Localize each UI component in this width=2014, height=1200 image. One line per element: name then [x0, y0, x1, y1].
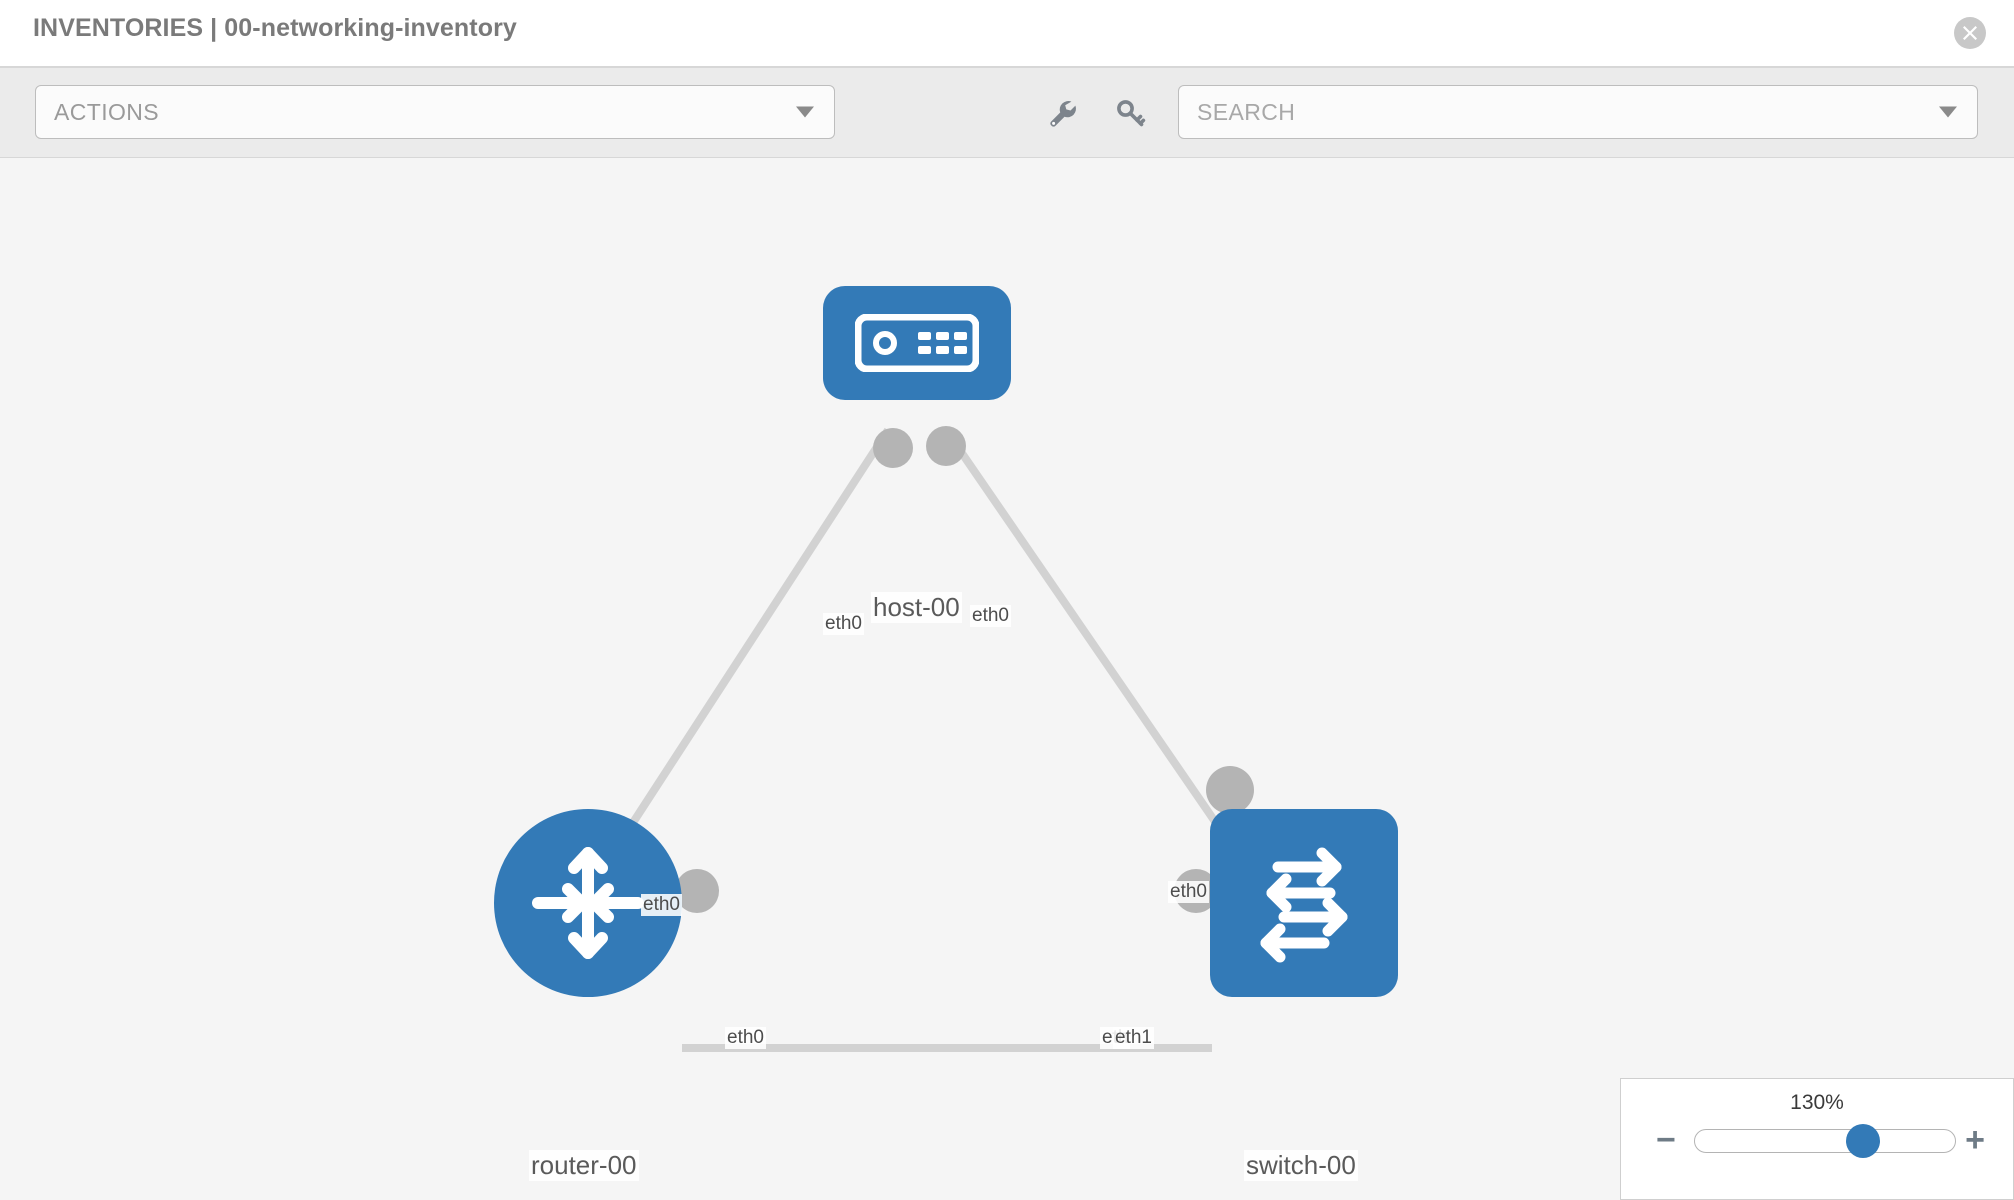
connector-endpoint	[926, 426, 966, 466]
interface-label: eth0	[823, 613, 864, 635]
key-icon[interactable]	[1110, 93, 1150, 133]
connector-endpoint	[873, 428, 913, 468]
node-switch-00[interactable]	[1210, 809, 1398, 997]
search-placeholder: SEARCH	[1197, 99, 1296, 125]
topology-links-layer	[606, 426, 1254, 1052]
zoom-in-button[interactable]: +	[1965, 1121, 1985, 1159]
interface-label: eth1	[1113, 1027, 1154, 1049]
search-input[interactable]: SEARCH	[1178, 85, 1978, 139]
wrench-icon[interactable]	[1042, 93, 1082, 133]
connector-endpoint	[1206, 766, 1254, 814]
interface-label: eth0	[641, 894, 682, 916]
node-switch-00-shape	[1210, 809, 1398, 997]
switch-icon	[1260, 847, 1348, 963]
chevron-down-icon	[1939, 106, 1957, 118]
server-icon	[855, 314, 979, 372]
node-label-switch-00: switch-00	[1244, 1150, 1358, 1181]
zoom-slider-track[interactable]	[1694, 1124, 1956, 1158]
zoom-out-button[interactable]: −	[1656, 1121, 1676, 1159]
node-host-00-shape	[823, 286, 1011, 400]
link-host00-switch00	[942, 427, 1244, 861]
node-host-00[interactable]	[823, 286, 1011, 400]
page-title: INVENTORIES | 00-networking-inventory	[33, 14, 517, 42]
link-host00-router00	[606, 427, 892, 861]
connector-endpoint	[675, 869, 719, 913]
zoom-slider-thumb[interactable]	[1845, 1124, 1880, 1158]
page-header: INVENTORIES | 00-networking-inventory	[0, 0, 2014, 68]
interface-label: eth0	[1168, 881, 1209, 903]
zoom-level-value: 130%	[1790, 1091, 1844, 1114]
zoom-control-panel: 130% − +	[1620, 1078, 2014, 1200]
interface-label: eth0	[725, 1027, 766, 1049]
actions-dropdown[interactable]: ACTIONS	[35, 85, 835, 139]
interface-label: eth0	[970, 605, 1011, 627]
topology-canvas[interactable]: eth0 eth0 eth0 eth0 eth0 eth eth1 host-0…	[0, 158, 2014, 1200]
router-icon	[532, 847, 644, 959]
close-icon[interactable]	[1954, 17, 1986, 49]
actions-dropdown-label: ACTIONS	[54, 99, 160, 125]
chevron-down-icon	[796, 106, 814, 118]
node-label-host-00: host-00	[871, 592, 962, 623]
node-label-router-00: router-00	[529, 1150, 639, 1181]
